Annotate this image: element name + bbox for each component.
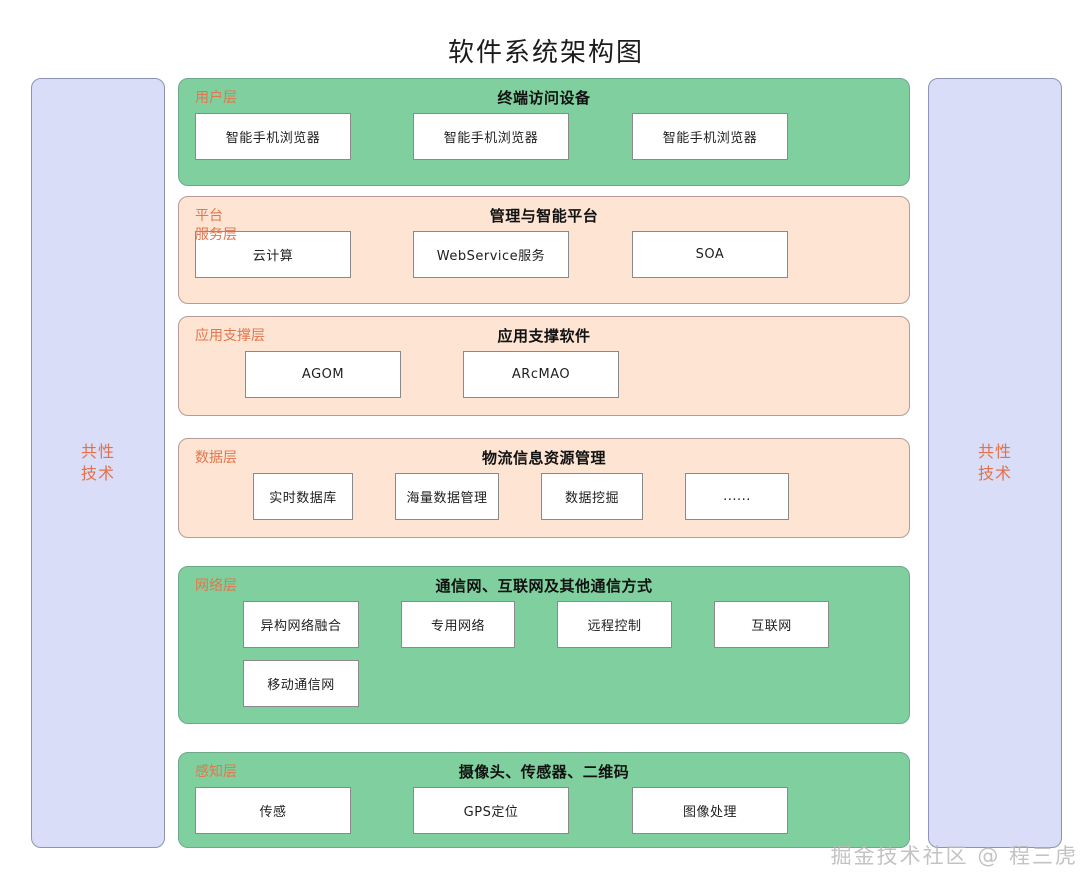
node-rows-data-layer: 实时数据库海量数据管理数据挖掘...... bbox=[179, 473, 909, 532]
layer-application-support-layer[interactable]: 应用支撑层 应用支撑软件 AGOM ARcMAO bbox=[178, 316, 910, 416]
layer-heading-data-layer: 物流信息资源管理 bbox=[481, 449, 606, 467]
layer-heading-perception-layer: 摄像头、传感器、二维码 bbox=[458, 763, 630, 781]
node-row: 云计算 WebService服务 SOA bbox=[179, 231, 909, 278]
node-row: AGOM ARcMAO bbox=[179, 351, 909, 398]
node-box[interactable]: 远程控制 bbox=[557, 601, 672, 648]
layer-name-platform-service-layer: 平台 服务层 bbox=[195, 208, 237, 243]
pillar-label-right: 共性 技术 bbox=[977, 442, 1012, 483]
node-box[interactable]: AGOM bbox=[245, 351, 401, 398]
node-row: 异构网络融合专用网络远程控制互联网 bbox=[179, 601, 909, 648]
node-row: 移动通信网 bbox=[179, 660, 909, 707]
node-box[interactable]: 云计算 bbox=[195, 231, 351, 278]
node-box[interactable]: 智能手机浏览器 bbox=[413, 113, 569, 160]
node-box[interactable]: SOA bbox=[632, 231, 788, 278]
pillar-label-left: 共性 技术 bbox=[80, 442, 115, 483]
node-box[interactable]: GPS定位 bbox=[413, 787, 569, 834]
layer-platform-service-layer[interactable]: 平台 服务层 管理与智能平台云计算 WebService服务 SOA bbox=[178, 196, 910, 304]
layer-name-perception-layer: 感知层 bbox=[195, 764, 237, 780]
layer-heading-network-layer: 通信网、互联网及其他通信方式 bbox=[435, 577, 653, 595]
node-box[interactable]: 专用网络 bbox=[401, 601, 515, 648]
page-title: 软件系统架构图 bbox=[447, 38, 644, 68]
node-box[interactable]: 互联网 bbox=[714, 601, 829, 648]
layer-name-network-layer: 网络层 bbox=[195, 578, 237, 594]
common-technology-pillar-left: 共性 技术 bbox=[31, 78, 165, 848]
layer-name-data-layer: 数据层 bbox=[195, 450, 237, 466]
layer-network-layer[interactable]: 网络层 通信网、互联网及其他通信方式异构网络融合专用网络远程控制互联网移动通信网 bbox=[178, 566, 910, 724]
node-rows-platform-service-layer: 云计算 WebService服务 SOA bbox=[179, 231, 909, 290]
node-rows-network-layer: 异构网络融合专用网络远程控制互联网移动通信网 bbox=[179, 601, 909, 719]
node-row: 智能手机浏览器 智能手机浏览器 智能手机浏览器 bbox=[179, 113, 909, 160]
node-box[interactable]: WebService服务 bbox=[413, 231, 569, 278]
node-box[interactable]: 异构网络融合 bbox=[243, 601, 359, 648]
node-row: 传感 GPS定位 图像处理 bbox=[179, 787, 909, 834]
node-box[interactable]: 移动通信网 bbox=[243, 660, 359, 707]
node-box[interactable]: 智能手机浏览器 bbox=[195, 113, 351, 160]
layer-heading-application-support-layer: 应用支撑软件 bbox=[497, 327, 591, 345]
node-rows-user-layer: 智能手机浏览器 智能手机浏览器 智能手机浏览器 bbox=[179, 113, 909, 172]
node-rows-application-support-layer: AGOM ARcMAO bbox=[179, 351, 909, 410]
common-technology-pillar-right: 共性 技术 bbox=[928, 78, 1062, 848]
node-box[interactable]: 数据挖掘 bbox=[541, 473, 643, 520]
layer-name-user-layer: 用户层 bbox=[195, 90, 237, 106]
node-box[interactable]: 智能手机浏览器 bbox=[632, 113, 788, 160]
layer-perception-layer[interactable]: 感知层 摄像头、传感器、二维码传感 GPS定位 图像处理 bbox=[178, 752, 910, 848]
node-rows-perception-layer: 传感 GPS定位 图像处理 bbox=[179, 787, 909, 846]
node-box[interactable]: 实时数据库 bbox=[253, 473, 353, 520]
layer-heading-user-layer: 终端访问设备 bbox=[497, 89, 591, 107]
node-box[interactable]: 海量数据管理 bbox=[395, 473, 499, 520]
node-box[interactable]: ARcMAO bbox=[463, 351, 619, 398]
node-box[interactable]: ...... bbox=[685, 473, 789, 520]
layer-heading-platform-service-layer: 管理与智能平台 bbox=[489, 207, 599, 225]
layer-data-layer[interactable]: 数据层 物流信息资源管理实时数据库海量数据管理数据挖掘...... bbox=[178, 438, 910, 538]
layer-user-layer[interactable]: 用户层 终端访问设备智能手机浏览器 智能手机浏览器 智能手机浏览器 bbox=[178, 78, 910, 186]
node-box[interactable]: 传感 bbox=[195, 787, 351, 834]
node-box[interactable]: 图像处理 bbox=[632, 787, 788, 834]
layer-name-application-support-layer: 应用支撑层 bbox=[195, 328, 265, 344]
node-row: 实时数据库海量数据管理数据挖掘...... bbox=[179, 473, 909, 520]
